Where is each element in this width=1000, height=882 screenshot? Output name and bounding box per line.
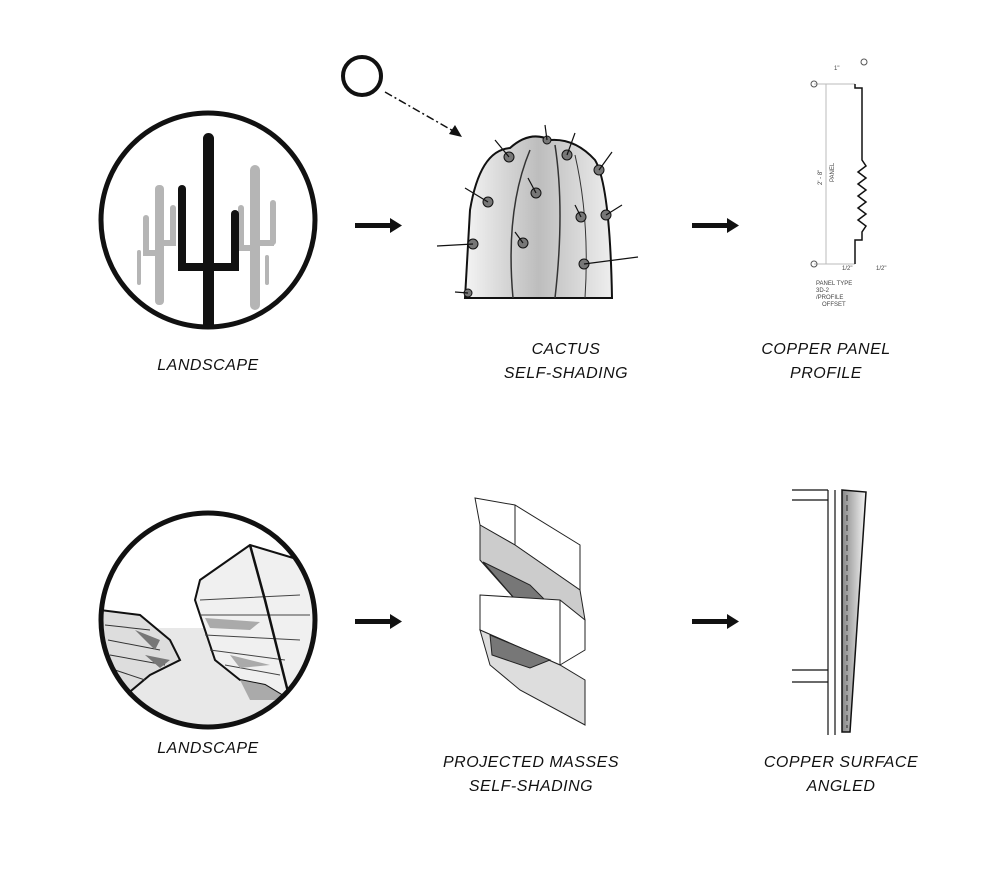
label-surface-2: ANGLED	[806, 778, 876, 795]
note: OFFSET	[822, 302, 846, 308]
note: 3D-2	[816, 288, 830, 294]
label-masses-2: SELF-SHADING	[468, 778, 594, 795]
note: /PROFILE	[816, 295, 843, 301]
note: PANEL TYPE	[816, 281, 852, 287]
arrow-right-icon	[355, 614, 402, 629]
label-cactus-2: SELF-SHADING	[503, 365, 629, 382]
dim-height: 2' - 8"	[818, 170, 824, 185]
dim-bottom-left: 1/2"	[842, 266, 852, 272]
label-panel-2: PROFILE	[790, 365, 862, 382]
sun-ray-line	[384, 91, 456, 133]
label-masses-1: PROJECTED MASSES	[442, 754, 620, 771]
landscape-cactus-icon	[98, 110, 318, 330]
label-panel-1: COPPER PANEL	[761, 341, 891, 358]
dim-bottom-right: 1/2"	[876, 266, 886, 272]
panel-text: PANEL	[830, 162, 836, 182]
cactus-closeup-icon	[436, 124, 639, 299]
sun-icon	[341, 55, 383, 97]
dim-top: 1"	[834, 66, 839, 72]
label-landscape-top: LANDSCAPE	[157, 357, 259, 374]
label-surface-1: COPPER SURFACE	[763, 754, 919, 771]
copper-surface-angled-drawing	[792, 489, 867, 735]
arrow-right-icon	[692, 614, 739, 629]
landscape-canyon-icon	[98, 510, 318, 730]
label-landscape-bottom: LANDSCAPE	[157, 740, 259, 757]
copper-panel-profile-drawing: 1" 2' - 8" PANEL 1/2" 1/2" PANEL TYPE 3D…	[810, 58, 886, 308]
label-cactus-1: CACTUS	[531, 341, 601, 358]
arrow-right-icon	[355, 218, 402, 233]
arrows	[355, 218, 739, 629]
arrow-right-icon	[692, 218, 739, 233]
projected-masses-drawing	[474, 497, 586, 726]
